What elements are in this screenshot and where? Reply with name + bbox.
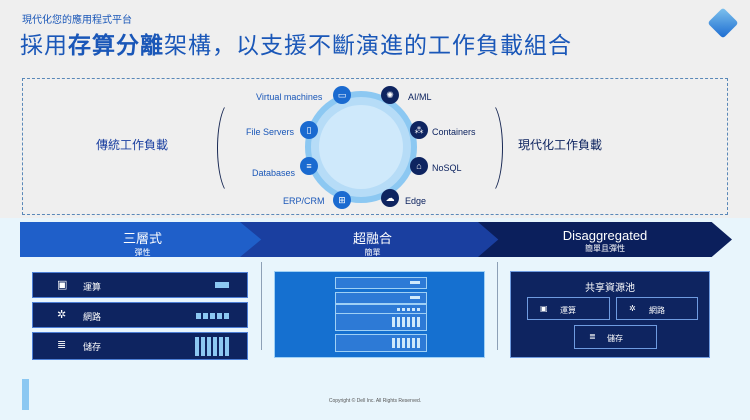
- pool-network: ✲網路: [616, 297, 698, 320]
- server-indicator: [410, 281, 420, 284]
- server-indicator: [392, 338, 420, 348]
- accent-bar: [22, 379, 29, 410]
- ai-ml-icon: ✺: [381, 86, 399, 104]
- compute-row: ▣運算: [32, 272, 248, 298]
- left-bracket: [217, 100, 247, 196]
- storage-icon: ≣: [589, 332, 596, 341]
- workload-label: ERP/CRM: [283, 196, 325, 206]
- traditional-workloads-label: 傳統工作負載: [96, 138, 169, 152]
- subtitle: 現代化您的應用程式平台: [22, 15, 132, 26]
- workload-label: Edge: [405, 196, 427, 206]
- containers-icon: ⁂: [410, 121, 428, 139]
- edge-icon: ☁: [381, 189, 399, 207]
- workload-label: AI/ML: [408, 92, 432, 102]
- right-bracket: [473, 100, 503, 196]
- network-row: ✲網路: [32, 302, 248, 328]
- erp-crm-icon: ⊞: [333, 191, 351, 209]
- stage-three-tier: 三層式彈性: [20, 222, 265, 257]
- stage-hci: 超融合簡單: [240, 222, 505, 257]
- workload-label: NoSQL: [432, 163, 462, 173]
- cpu-icon: ▣: [540, 304, 548, 313]
- storage-row: ≣儲存: [32, 332, 248, 360]
- page-title: 採用存算分離架構，以支援不斷演進的工作負載組合: [20, 32, 572, 58]
- database-icon: ≡: [300, 157, 318, 175]
- copyright: Copyright © Dell Inc. All Rights Reserve…: [328, 398, 422, 404]
- storage-icon: ≣: [57, 339, 67, 351]
- workload-label: Databases: [252, 168, 296, 178]
- server-node: [335, 292, 427, 304]
- nosql-icon: ⌂: [410, 157, 428, 175]
- divider: [261, 262, 262, 350]
- workload-label: Virtual machines: [256, 92, 323, 102]
- server-indicator: [392, 317, 420, 327]
- modern-workloads-label: 現代化工作負載: [518, 138, 603, 152]
- server-node: [335, 313, 427, 331]
- divider: [497, 262, 498, 350]
- pool-compute: ▣運算: [527, 297, 610, 320]
- workload-ring: [305, 91, 417, 203]
- server-node: [335, 334, 427, 352]
- server-node: [335, 277, 427, 289]
- shared-pool-title: 共享資源池: [585, 283, 635, 294]
- server-indicator: [397, 308, 420, 311]
- cpu-icon: ▣: [57, 279, 68, 291]
- pool-storage: ≣儲存: [574, 325, 657, 349]
- workload-label: File Servers: [246, 127, 295, 137]
- workload-frame: [22, 78, 728, 215]
- network-icon: ✲: [57, 309, 67, 321]
- network-icon: ✲: [629, 304, 636, 313]
- workload-label: Containers: [432, 127, 476, 137]
- vm-icon: ▭: [333, 86, 351, 104]
- file-server-icon: ▯: [300, 121, 318, 139]
- server-indicator: [410, 296, 420, 299]
